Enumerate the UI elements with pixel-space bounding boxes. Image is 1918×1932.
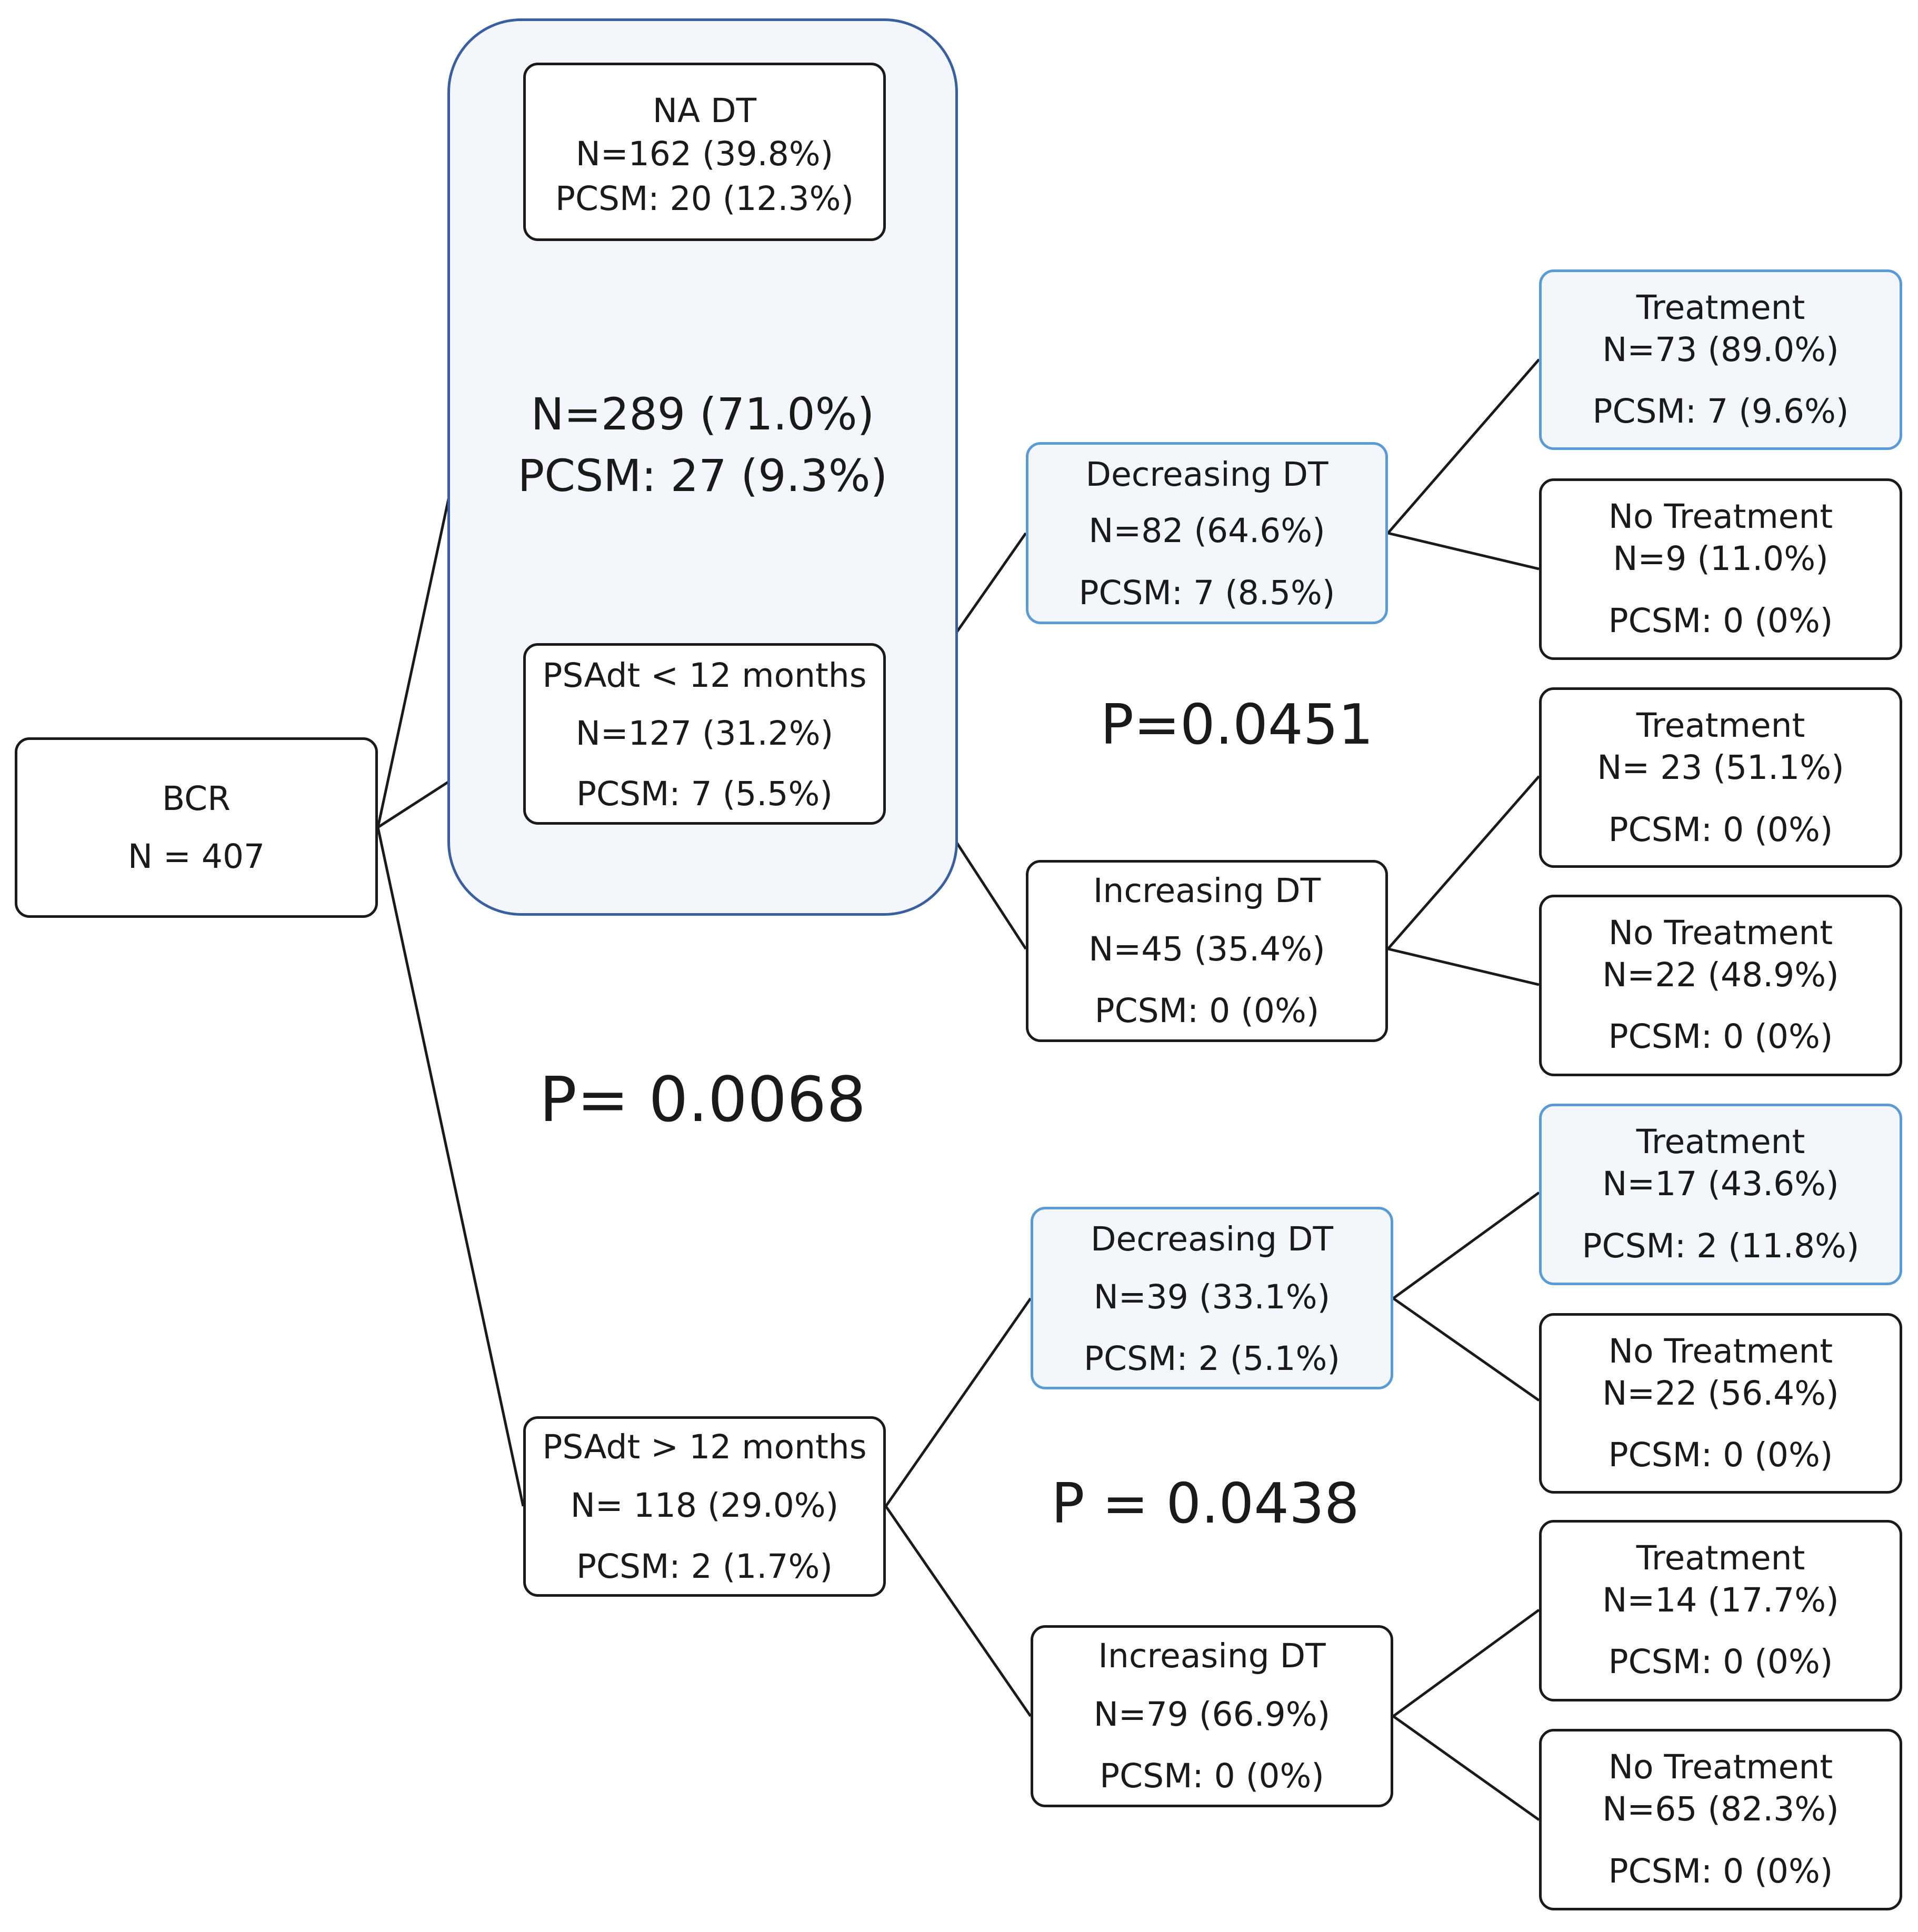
node-n: N=17 (43.6%) — [1602, 1165, 1839, 1203]
node-label: PSAdt > 12 months — [542, 1428, 867, 1466]
node-n: N=127 (31.2%) — [575, 714, 834, 753]
node-na-dt: NA DT N=162 (39.8%) PCSM: 20 (12.3%) — [523, 63, 886, 241]
p-value-main: P= 0.0068 — [539, 1063, 866, 1136]
edge-to-treatment-1 — [1387, 358, 1540, 534]
node-n: N=162 (39.8%) — [575, 135, 834, 173]
node-no-treatment-4: No Treatment N=65 (82.3%) PCSM: 0 (0%) — [1539, 1729, 1902, 1910]
node-pcsm: PCSM: 2 (5.1%) — [1084, 1339, 1340, 1378]
node-label: No Treatment — [1608, 1332, 1833, 1370]
edge-to-treatment-3 — [1392, 1191, 1540, 1300]
node-treatment-1: Treatment N=73 (89.0%) PCSM: 7 (9.6%) — [1539, 269, 1902, 450]
node-n: N=22 (48.9%) — [1602, 956, 1839, 994]
node-pcsm: PCSM: 7 (5.5%) — [576, 775, 833, 813]
node-pcsm: PCSM: 7 (9.6%) — [1592, 392, 1849, 431]
edge-to-treatment-2 — [1387, 775, 1540, 950]
node-label: Decreasing DT — [1090, 1220, 1334, 1258]
node-no-treatment-3: No Treatment N=22 (56.4%) PCSM: 0 (0%) — [1539, 1313, 1902, 1494]
node-pcsm: PCSM: 0 (0%) — [1608, 1643, 1833, 1681]
node-no-treatment-2: No Treatment N=22 (48.9%) PCSM: 0 (0%) — [1539, 895, 1902, 1076]
node-n: N= 23 (51.1%) — [1597, 748, 1844, 787]
edge-bcr-psadt-gt12 — [376, 827, 525, 1507]
edge-to-no-treatment-1 — [1387, 532, 1540, 570]
node-n: N=82 (64.6%) — [1088, 512, 1325, 550]
group-summary-n: N=289 (71.0%) — [531, 388, 875, 440]
node-label: Decreasing DT — [1085, 455, 1328, 494]
edge-to-no-treatment-3 — [1392, 1297, 1540, 1402]
node-n: N = 407 — [127, 837, 265, 876]
node-n: N=45 (35.4%) — [1088, 930, 1325, 968]
node-pcsm: PCSM: 20 (12.3%) — [555, 179, 854, 218]
node-treatment-3: Treatment N=17 (43.6%) PCSM: 2 (11.8%) — [1539, 1104, 1902, 1285]
node-n: N=73 (89.0%) — [1602, 331, 1839, 369]
node-n: N=79 (66.9%) — [1093, 1695, 1331, 1734]
node-label: Treatment — [1636, 288, 1805, 327]
node-treatment-2: Treatment N= 23 (51.1%) PCSM: 0 (0%) — [1539, 687, 1902, 868]
node-label: Treatment — [1636, 1123, 1805, 1161]
node-label: No Treatment — [1608, 497, 1833, 536]
node-label: Treatment — [1636, 1539, 1805, 1577]
edge-to-no-treatment-2 — [1387, 947, 1540, 986]
node-n: N=65 (82.3%) — [1602, 1790, 1839, 1828]
node-no-treatment-1: No Treatment N=9 (11.0%) PCSM: 0 (0%) — [1539, 478, 1902, 660]
edge-to-treatment-4 — [1392, 1608, 1540, 1718]
node-label: Increasing DT — [1098, 1637, 1326, 1675]
node-n: N= 118 (29.0%) — [570, 1486, 839, 1525]
edge-to-no-treatment-4 — [1392, 1715, 1540, 1821]
node-label: No Treatment — [1608, 914, 1833, 952]
node-pcsm: PCSM: 0 (0%) — [1100, 1757, 1324, 1795]
node-label: No Treatment — [1608, 1748, 1833, 1786]
edge-gt12-decreasing — [884, 1297, 1032, 1507]
node-bcr: BCR N = 407 — [15, 737, 378, 918]
node-treatment-4: Treatment N=14 (17.7%) PCSM: 0 (0%) — [1539, 1520, 1902, 1701]
node-pcsm: PCSM: 0 (0%) — [1608, 602, 1833, 640]
node-psadt-lt12: PSAdt < 12 months N=127 (31.2%) PCSM: 7 … — [523, 643, 886, 825]
node-gt12-decreasing-dt: Decreasing DT N=39 (33.1%) PCSM: 2 (5.1%… — [1031, 1207, 1393, 1389]
node-label: PSAdt < 12 months — [542, 656, 867, 695]
node-n: N=39 (33.1%) — [1093, 1278, 1331, 1316]
node-label: Increasing DT — [1093, 872, 1321, 910]
node-pcsm: PCSM: 0 (0%) — [1608, 810, 1833, 849]
node-pcsm: PCSM: 2 (11.8%) — [1582, 1227, 1860, 1265]
node-label: NA DT — [652, 92, 757, 130]
group-summary-pcsm: PCSM: 27 (9.3%) — [517, 450, 888, 502]
node-pcsm: PCSM: 7 (8.5%) — [1078, 574, 1335, 612]
edge-gt12-increasing — [884, 1505, 1032, 1717]
node-gt12-increasing-dt: Increasing DT N=79 (66.9%) PCSM: 0 (0%) — [1031, 1625, 1393, 1807]
p-value-gt12: P = 0.0438 — [1051, 1471, 1360, 1536]
node-n: N=9 (11.0%) — [1613, 539, 1829, 578]
node-pcsm: PCSM: 0 (0%) — [1608, 1852, 1833, 1890]
node-pcsm: PCSM: 2 (1.7%) — [576, 1547, 833, 1586]
node-pcsm: PCSM: 0 (0%) — [1094, 992, 1320, 1030]
node-label: Treatment — [1636, 706, 1805, 745]
node-lt12-increasing-dt: Increasing DT N=45 (35.4%) PCSM: 0 (0%) — [1026, 860, 1388, 1042]
node-lt12-decreasing-dt: Decreasing DT N=82 (64.6%) PCSM: 7 (8.5%… — [1026, 442, 1388, 624]
node-n: N=22 (56.4%) — [1602, 1374, 1839, 1413]
node-n: N=14 (17.7%) — [1602, 1581, 1839, 1619]
p-value-lt12: P=0.0451 — [1100, 693, 1374, 757]
node-pcsm: PCSM: 0 (0%) — [1608, 1017, 1833, 1056]
node-psadt-gt12: PSAdt > 12 months N= 118 (29.0%) PCSM: 2… — [523, 1416, 886, 1597]
node-pcsm: PCSM: 0 (0%) — [1608, 1436, 1833, 1474]
node-label: BCR — [162, 779, 231, 818]
